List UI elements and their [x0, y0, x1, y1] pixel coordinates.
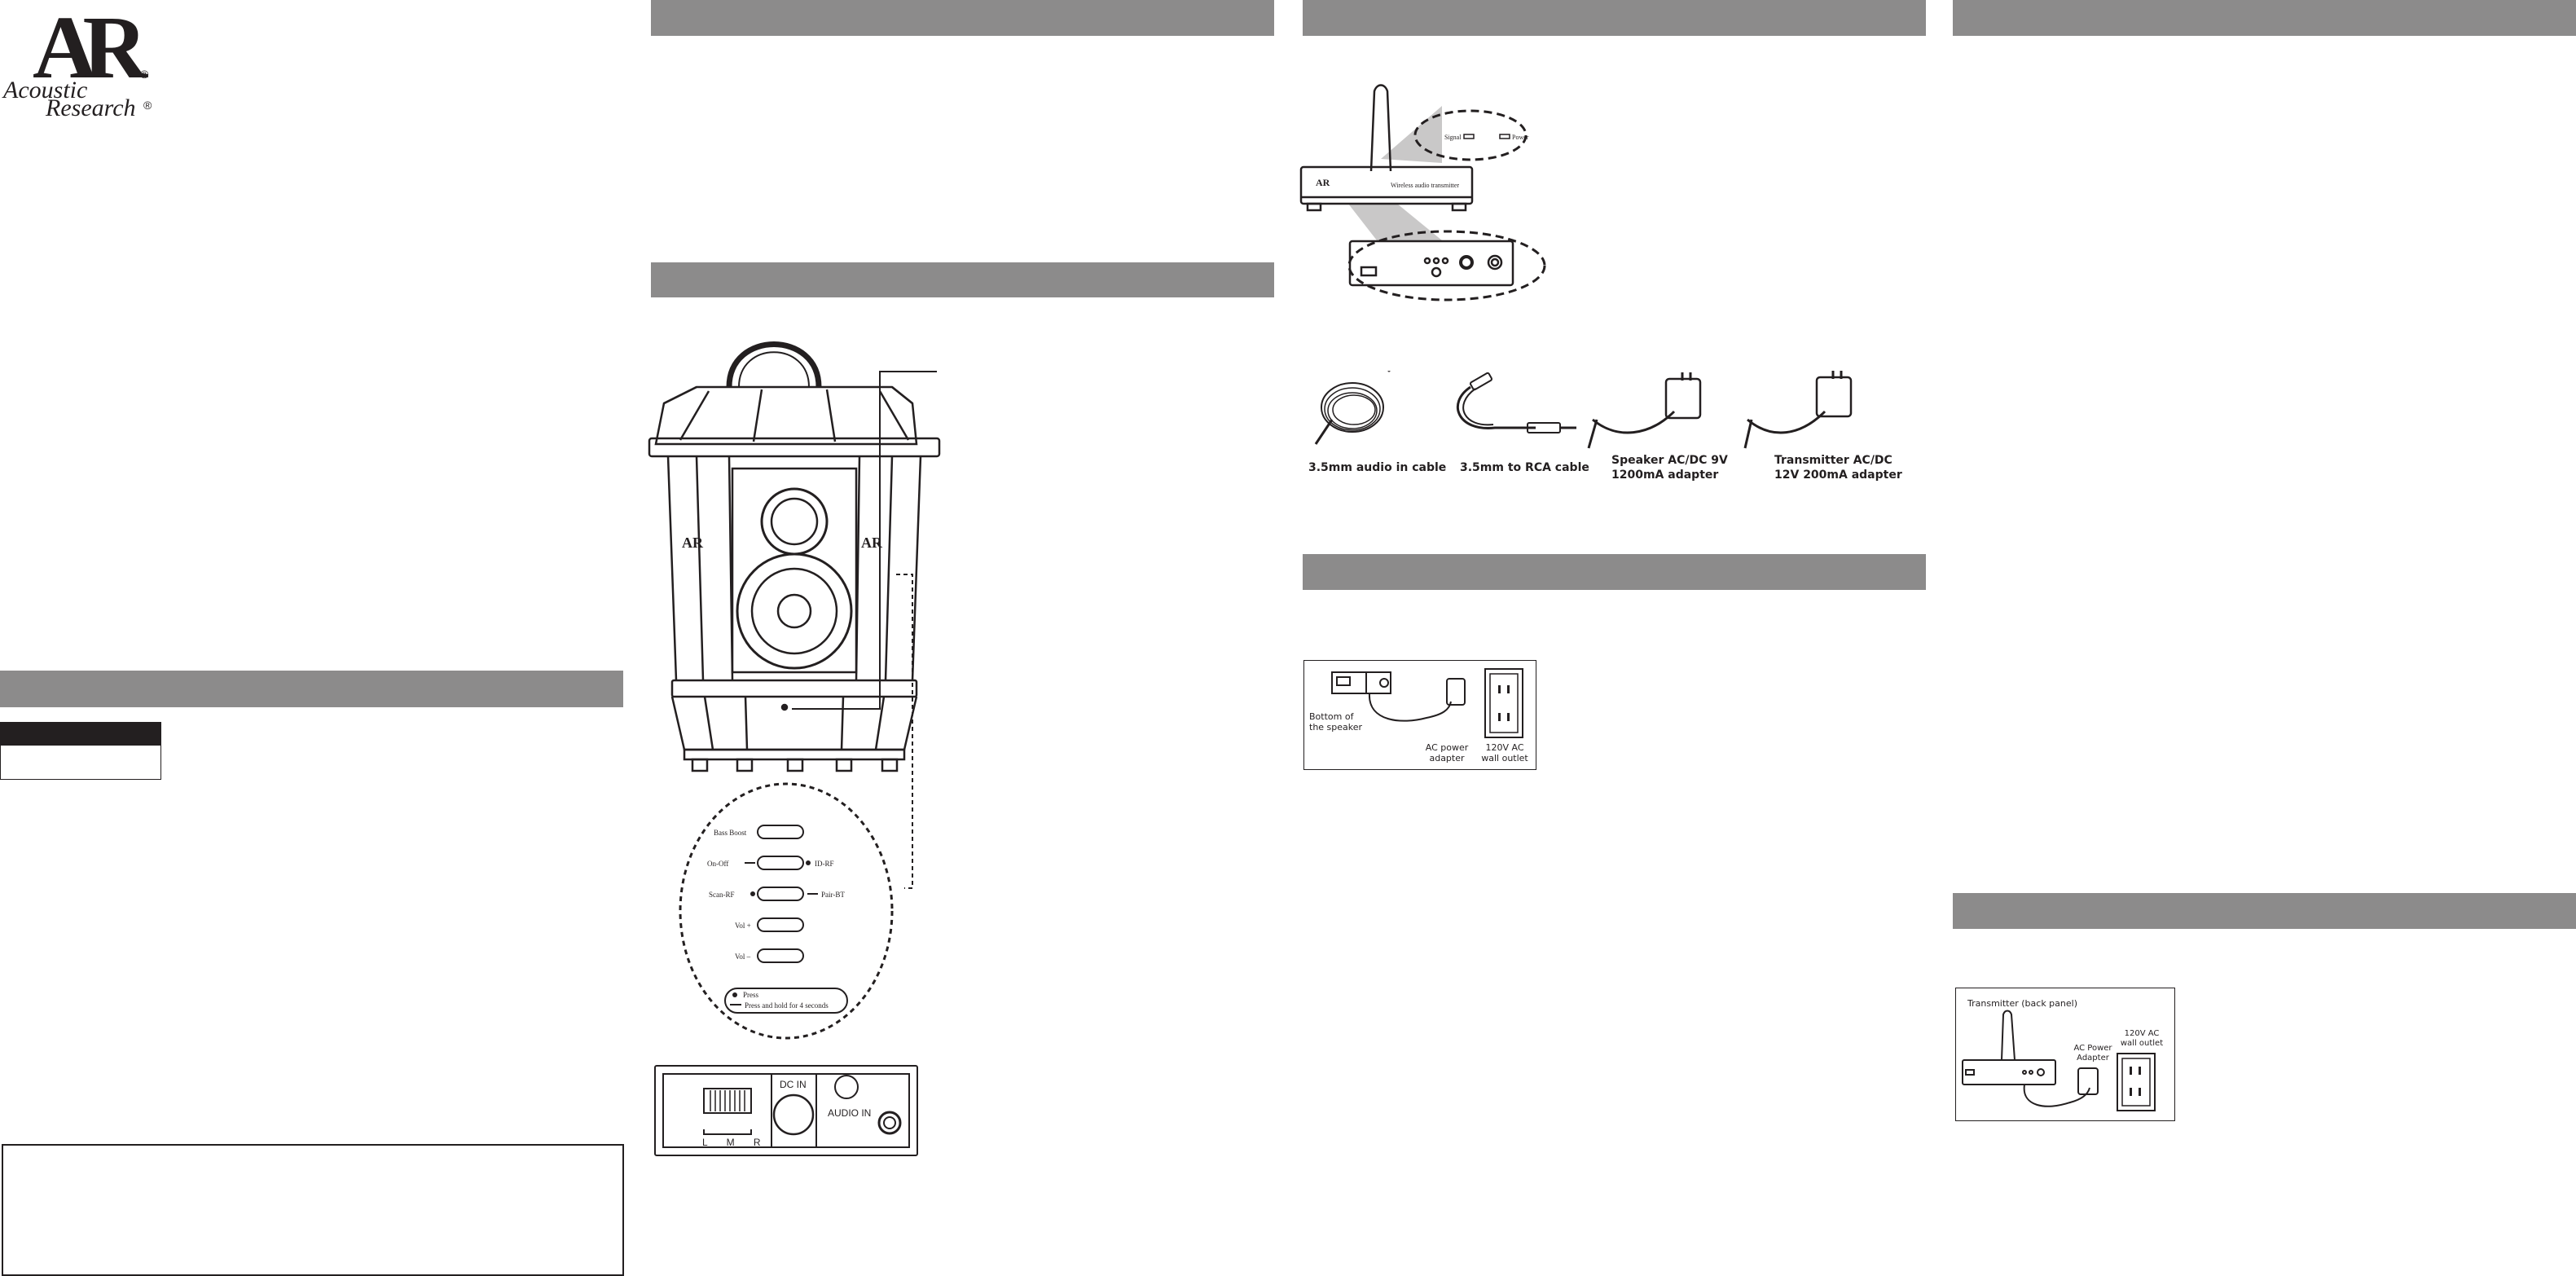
transmitter-illustration: Signal Power Wireless audio transmitter … — [1299, 81, 1552, 306]
section-bar-col3-mid — [1303, 554, 1926, 590]
accessory-label-rca-cable: 3.5mm to RCA cable — [1460, 461, 1589, 474]
callout-line-art — [792, 371, 937, 889]
logo-line2: Research — [45, 95, 136, 121]
transmitter-logo: AR — [1316, 177, 1330, 188]
logo-graphic: AR Acoustic Research ® ® — [2, 0, 163, 121]
transmitter-front-label: Wireless audio transmitter — [1391, 182, 1459, 189]
speaker-logo-right: AR — [861, 535, 883, 551]
brand-logo: AR Acoustic Research ® ® — [0, 0, 163, 139]
btn-label-idrf: ID-RF — [815, 860, 834, 868]
btn-label-pairbt: Pair-BT — [821, 891, 845, 899]
dc-in-label: DC IN — [780, 1079, 807, 1090]
warning-outline-box — [0, 745, 161, 780]
logo-line1: Acoustic — [2, 77, 87, 103]
accessory-label-transmitter-adapter: Transmitter AC/DC 12V 200mA adapter — [1774, 454, 1902, 482]
speaker-line-art: AR AR — [648, 341, 941, 772]
label-tx-wall-outlet: 120V AC wall outlet — [2120, 1029, 2164, 1048]
led-signal-label: Signal — [1444, 134, 1462, 141]
section-bar-col4-mid — [1953, 893, 2576, 929]
logo-registered: ® — [143, 99, 152, 112]
accessory-label-speaker-adapter: Speaker AC/DC 9V 1200mA adapter — [1611, 454, 1728, 482]
speaker-illustration: AR AR — [648, 334, 941, 782]
accessories-line-art — [1314, 369, 1853, 449]
section-bar-col3-top — [1303, 0, 1926, 36]
speaker-power-diagram: Bottom of the speaker AC power adapter 1… — [1303, 660, 1536, 770]
switch-scale-label: L M R — [702, 1137, 769, 1148]
section-bar-col1 — [0, 671, 623, 707]
btn-label-onoff: On-Off — [707, 860, 728, 868]
speaker-power-line-art — [1331, 668, 1523, 738]
led-power-label: Power — [1512, 134, 1529, 141]
section-bar-col2-mid — [651, 262, 1274, 297]
label-transmitter-back-panel: Transmitter (back panel) — [1967, 998, 2077, 1009]
button-panel-outline: Bass Boost On-Off ID-RF Scan-RF Pair-BT … — [679, 782, 894, 1040]
section-bar-col2-top — [651, 0, 1274, 36]
notice-box — [2, 1144, 624, 1276]
logo-registered-mark: ® — [140, 68, 149, 81]
label-wall-outlet: 120V AC wall outlet — [1481, 742, 1528, 763]
accessories-illustration — [1308, 369, 1919, 473]
warning-dark-box — [0, 722, 161, 746]
btn-label-bass: Bass Boost — [714, 829, 747, 837]
label-tx-ac-power-adapter: AC Power Adapter — [2073, 1044, 2112, 1063]
accessory-label-audio-cable: 3.5mm audio in cable — [1308, 461, 1447, 474]
section-bar-col4-top — [1953, 0, 2576, 36]
label-bottom-of-speaker: Bottom of the speaker — [1309, 711, 1363, 733]
transmitter-power-line-art — [1962, 1010, 2156, 1111]
btn-label-scanrf: Scan-RF — [709, 891, 735, 899]
btn-label-volup: Vol + — [735, 922, 751, 930]
legend-press: Press — [743, 991, 758, 999]
label-ac-power-adapter: AC power adapter — [1425, 742, 1469, 763]
speaker-logo-left: AR — [682, 535, 704, 551]
btn-label-voldown: Vol – — [735, 953, 751, 961]
back-panel-line-art: L M R DC IN AUDIO IN — [654, 1065, 918, 1156]
button-panel-diagram: Bass Boost On-Off ID-RF Scan-RF Pair-BT … — [676, 781, 896, 1041]
audio-in-label: AUDIO IN — [828, 1107, 871, 1119]
callout-lines — [782, 359, 945, 896]
legend-hold: Press and hold for 4 seconds — [745, 1001, 829, 1010]
transmitter-power-diagram: Transmitter (back panel) AC Power Adapte… — [1955, 988, 2175, 1121]
speaker-back-panel: L M R DC IN AUDIO IN — [653, 1064, 919, 1157]
transmitter-line-art: Signal Power Wireless audio transmitter … — [1299, 84, 1546, 301]
